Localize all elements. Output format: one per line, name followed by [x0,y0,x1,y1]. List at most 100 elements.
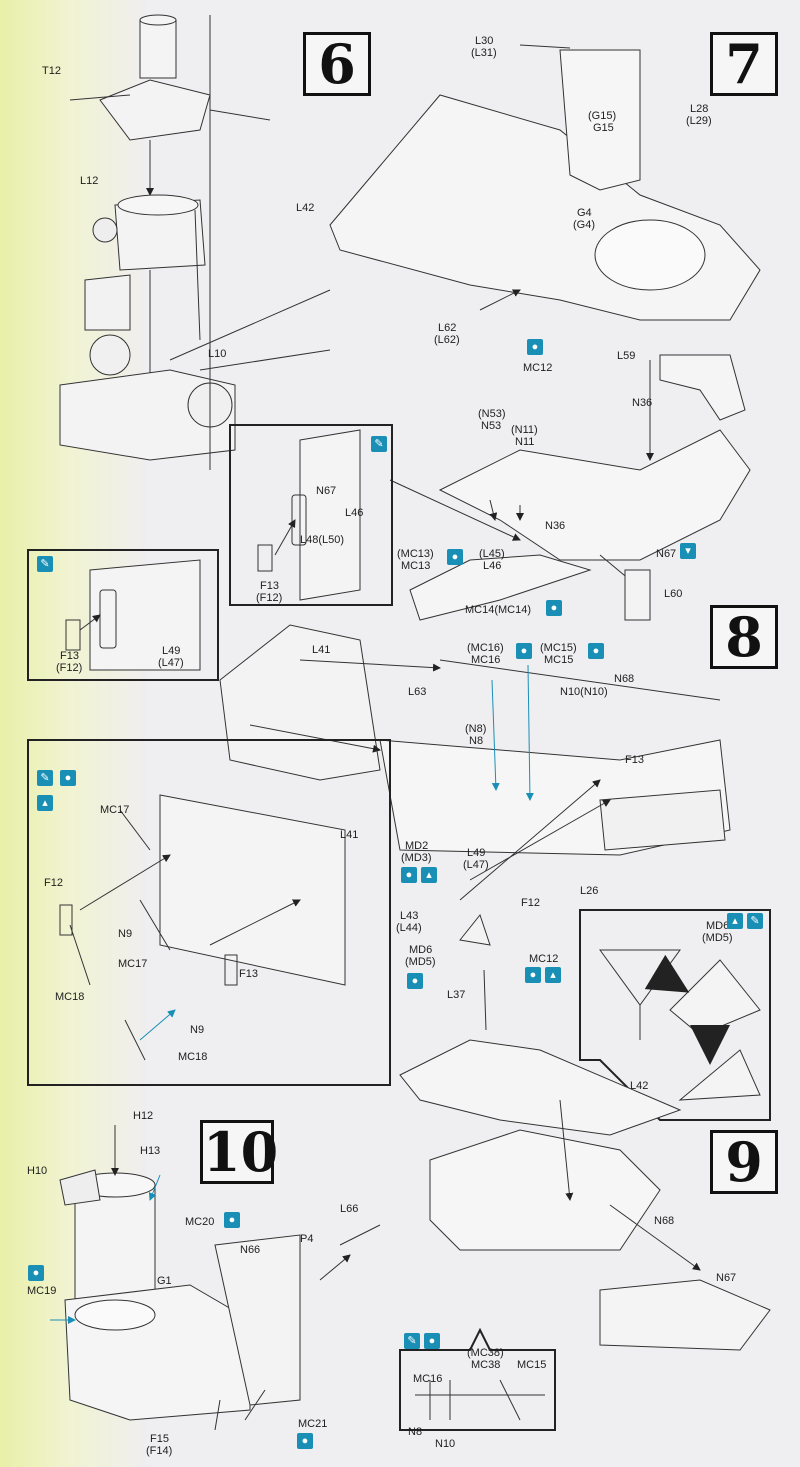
step-number-9: 9 [710,1130,778,1194]
part-label: (F12) [56,662,83,674]
part-label: (L45) [479,548,505,560]
part-label: N8 [469,735,484,747]
part-label: L12 [80,175,99,187]
glue-drop-icon: ● [424,1333,440,1349]
part-label: N68 [654,1215,675,1227]
part-label: L59 [617,350,636,362]
part-label: (L47) [463,859,489,871]
step10-drawing [50,1125,381,1431]
part-label: (N11) [511,424,538,436]
step8-inset-drawing [59,794,346,1061]
glue-drop-icon: ● [407,973,423,989]
part-label: (F12) [256,592,283,604]
glue-drop-icon: ● [401,867,417,883]
step7-drawing [329,44,761,621]
part-label: N8 [408,1426,423,1438]
part-label: MD6 [409,944,433,956]
part-label: N9 [190,1024,205,1036]
part-label: T12 [42,65,61,77]
part-label: (MC38) [467,1347,504,1359]
part-label: L46 [345,507,364,519]
step8-drawing [219,624,731,1031]
part-label: (L29) [686,115,712,127]
glue-drop-icon: ● [447,549,463,565]
step-number-10: 10 [200,1120,278,1184]
part-label: MC18 [55,991,85,1003]
part-label: F12 [521,897,540,909]
part-label: MC17 [118,958,148,970]
part-label: F13 [625,754,644,766]
part-label: L41 [340,829,359,841]
part-label: N36 [545,520,566,532]
glue-drop-icon: ● [527,339,543,355]
glue-drop-icon: ● [28,1265,44,1281]
part-label: (MD3) [401,852,432,864]
part-label: L43 [400,910,419,922]
part-label: (MC15) [540,642,577,654]
bend-up-icon: ▴ [37,795,53,811]
part-label: F12 [44,877,63,889]
part-label: F13 [60,650,79,662]
part-label: N10(N10) [560,686,608,698]
part-label: P4 [300,1233,314,1245]
glue-drop-icon: ● [297,1433,313,1449]
part-label: MC16 [471,654,501,666]
part-label: N9 [118,928,133,940]
bend-up-icon: ▴ [727,913,743,929]
glue-drop-icon: ● [546,600,562,616]
part-label: H10 [27,1165,48,1177]
part-label: L63 [408,686,427,698]
glue-brush-icon: ✎ [37,556,53,572]
part-label: H12 [133,1110,154,1122]
part-label: N67 [716,1272,737,1284]
part-label: MC16 [413,1373,443,1385]
glue-drop-icon: ● [588,643,604,659]
part-label: L62 [438,322,457,334]
part-label: N68 [614,673,635,685]
part-label: (L31) [471,47,497,59]
part-label: L42 [630,1080,649,1092]
part-label: (N8) [465,723,487,735]
step7-inset-drawing [65,559,201,671]
glue-drop-icon: ● [60,770,76,786]
part-label: (MC13) [397,548,434,560]
bend-down-icon: ▾ [680,543,696,559]
part-label: N53 [481,420,502,432]
part-label: N36 [632,397,653,409]
part-label: L37 [447,989,466,1001]
part-label: N11 [515,436,535,448]
part-label: N67 [316,485,337,497]
part-label: MC21 [298,1418,328,1430]
glue-drop-icon: ● [525,967,541,983]
part-label: L10 [208,348,227,360]
part-label: L49 [467,847,486,859]
part-label: L66 [340,1203,359,1215]
part-label: MC19 [27,1285,57,1297]
part-label: (G15) [588,110,617,122]
part-label: (L62) [434,334,460,346]
bend-up-icon: ▴ [421,867,437,883]
glue-drop-icon: ● [516,643,532,659]
part-label: F15 [150,1433,169,1445]
part-label: MC14(MC14) [465,604,532,616]
part-label: L30 [475,35,494,47]
part-label: MD2 [405,840,429,852]
glue-brush-icon: ✎ [747,913,763,929]
part-label: MD6 [706,920,730,932]
part-label: MC13 [401,560,431,572]
part-label: L26 [580,885,599,897]
part-label: N66 [240,1244,261,1256]
part-label: L28 [690,103,709,115]
step9-drawing [399,1039,771,1351]
part-label: (MD5) [405,956,436,968]
part-label: MC38 [471,1359,501,1371]
part-label: (MC16) [467,642,504,654]
part-label: F13 [239,968,258,980]
part-label: G4 [577,207,592,219]
glue-brush-icon: ✎ [404,1333,420,1349]
step6-drawing [59,14,331,470]
step6-inset-drawing [257,429,361,601]
part-label: L60 [664,588,683,600]
step-number-7: 7 [710,32,778,96]
